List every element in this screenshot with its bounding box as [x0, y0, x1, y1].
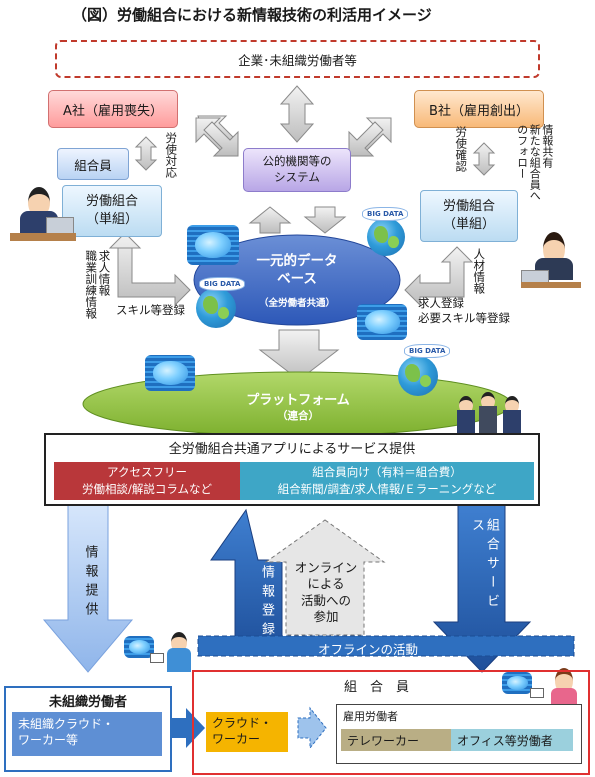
label-info-share: 情報共有 新たな組合員へ のフォロー: [515, 124, 554, 201]
label-right-register: 求人登録 必要スキル等登録: [418, 296, 510, 325]
mail-icon: [530, 688, 544, 698]
label-left-info: 求人情報 職業訓練情報: [84, 250, 112, 319]
globe-icon: [367, 218, 405, 256]
info-provide-arrow: [42, 504, 134, 673]
bigdata-badge: BIG DATA: [199, 277, 246, 291]
platform-title: プラットフォーム: [246, 393, 350, 408]
company-a-label: A社（雇用喪失）: [63, 103, 163, 119]
label-skill-register: スキル等登録: [116, 303, 185, 317]
unorganized-panel: 未組織労働者 未組織クラウド・ ワーカー等: [4, 686, 172, 772]
brain-icon: [124, 636, 154, 658]
bigdata-badge: BIG DATA: [404, 344, 451, 358]
platform-subtitle: （連合）: [277, 410, 319, 422]
office-worker-box: オフィス等労働者: [451, 729, 573, 751]
database-ellipse: [193, 234, 401, 326]
public-system-box: 公的機関等の システム: [243, 148, 351, 192]
employed-title: 雇用労働者: [343, 710, 398, 723]
enterprise-label: 企業･未組織労働者等: [238, 52, 357, 68]
db-title: 一元的データ ベース: [256, 253, 338, 287]
member-service-sub: 組合新聞/調査/求人情報/Ｅラーニングなど: [277, 481, 497, 496]
access-free-box: アクセスフリー 労働相談/解説コラムなど: [54, 462, 240, 500]
office-worker-icon: [10, 183, 76, 245]
union-right-label: 労働組合 （単組）: [442, 199, 495, 232]
label-hr-info: 人材情報: [472, 248, 487, 294]
unorganized-title: 未組織労働者: [48, 695, 127, 710]
employed-panel: 雇用労働者 テレワーカー オフィス等労働者: [336, 704, 582, 764]
label-union-service: 組合サービス: [468, 518, 499, 613]
woman-worker-icon: [521, 232, 581, 288]
union-left-box: 労働組合 （単組）: [62, 185, 162, 237]
mail-icon: [150, 653, 164, 663]
telework-box: テレワーカー: [341, 729, 451, 751]
service-panel: 全労働組合共通アプリによるサービス提供 アクセスフリー 労働相談/解説コラムなど…: [44, 433, 540, 506]
info-register-arrow: [210, 508, 283, 656]
label-online: オンライン による 活動への 参加: [294, 560, 358, 624]
group-people-icon: [455, 390, 527, 448]
db-subtitle: （全労働者共通）: [258, 298, 335, 309]
label-info-provide: 情報提供: [82, 545, 98, 621]
company-b-label: B社（雇用創出）: [429, 103, 529, 119]
label-info-register: 情報登録: [258, 565, 274, 641]
brain-icon: [187, 225, 239, 265]
member-service-box: 組合員向け（有料＝組合費） 組合新聞/調査/求人情報/Ｅラーニングなど: [240, 462, 534, 500]
unorganized-box: 未組織クラウド・ ワーカー等: [12, 712, 162, 756]
members-area-title: 組 合 員: [344, 680, 410, 695]
flow-arrow-2: [297, 706, 327, 750]
service-bar-title: 全労働組合共通アプリによるサービス提供: [168, 442, 416, 457]
crowd-worker-box: クラウド・ ワーカー: [206, 712, 288, 752]
company-b-box: B社（雇用創出）: [414, 90, 544, 128]
brain-icon: [145, 355, 195, 391]
enterprise-box: 企業･未組織労働者等: [55, 40, 540, 78]
public-system-label: 公的機関等の システム: [262, 154, 332, 184]
union-left-label: 労働組合 （単組）: [85, 194, 138, 227]
label-rodo-taio: 労使対応: [164, 132, 179, 178]
company-a-box: A社（雇用喪失）: [48, 90, 178, 128]
offline-label: オフラインの活動: [318, 642, 419, 657]
member-box: 組合員: [57, 148, 129, 180]
members-area: 組 合 員 クラウド・ ワーカー 雇用労働者 テレワーカー オフィス等労働者: [192, 670, 590, 775]
diagonal-arrows: [195, 115, 392, 157]
page-title: （図）労働組合における新情報技術の利活用イメージ: [72, 6, 432, 24]
globe-icon: [398, 356, 438, 396]
union-right-box: 労働組合 （単組）: [420, 190, 518, 242]
bigdata-badge: BIG DATA: [362, 207, 409, 221]
globe-icon: [196, 288, 236, 328]
access-free-sub: 労働相談/解説コラムなど: [81, 481, 213, 496]
brain-icon: [357, 304, 407, 340]
member-service-title: 組合員向け（有料＝組合費）: [312, 465, 462, 479]
label-rodo-kakunin: 労使確認: [454, 126, 469, 172]
member-label: 組合員: [74, 157, 112, 173]
phone-user-icon: [163, 632, 195, 674]
flow-arrow-1: [172, 708, 205, 748]
offline-band: [197, 635, 575, 657]
brain-icon: [502, 672, 532, 694]
access-free-title: アクセスフリー: [107, 465, 187, 479]
online-arrow: [264, 519, 386, 636]
